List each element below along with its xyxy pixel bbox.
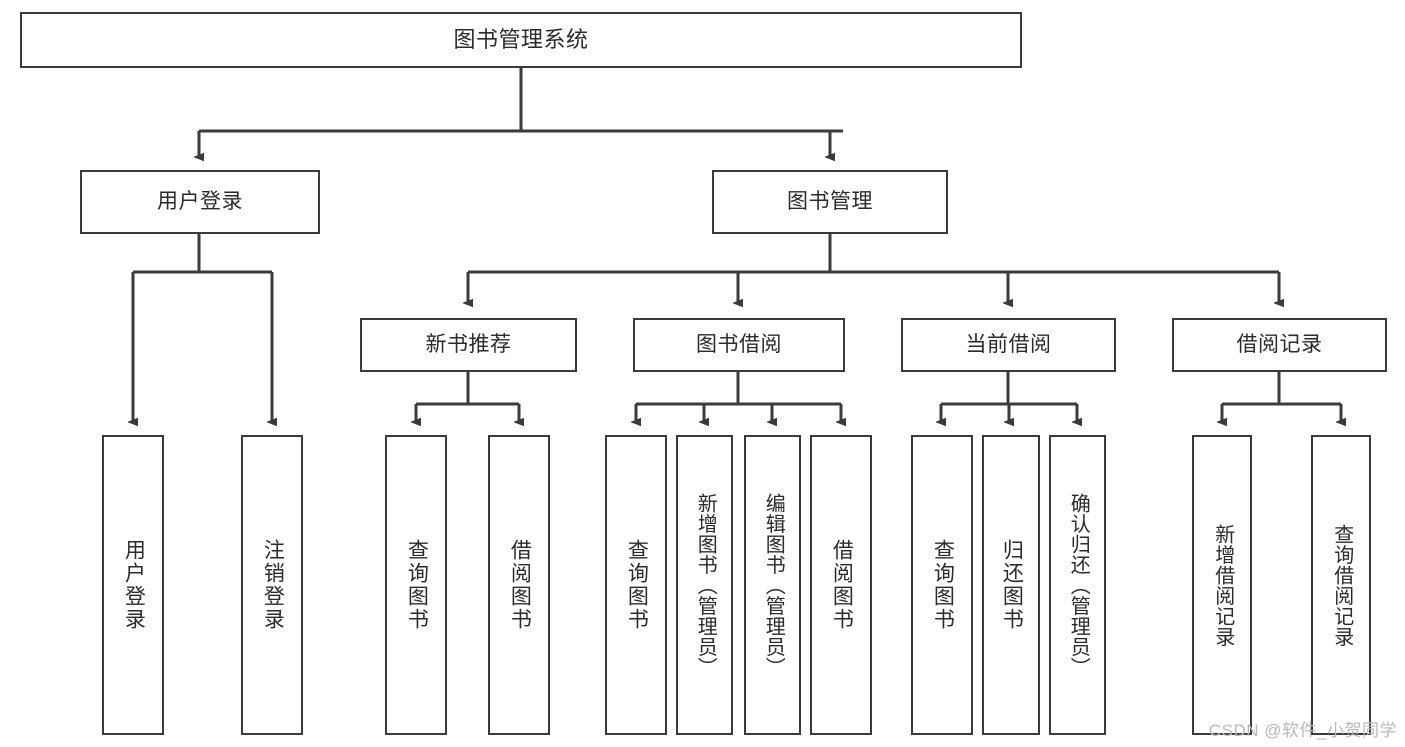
node-leaf-borrow-book-2-label: 借阅图书 xyxy=(830,539,854,631)
node-leaf-user-login[interactable]: 用户登录 xyxy=(102,435,164,735)
node-leaf-query-book-3[interactable]: 查询图书 xyxy=(911,435,973,735)
node-leaf-confirm-return[interactable]: 确认归还（管理员） xyxy=(1049,435,1106,735)
node-leaf-user-logout-label: 注销登录 xyxy=(261,539,285,631)
node-leaf-add-book[interactable]: 新增图书（管理员） xyxy=(676,435,733,735)
node-leaf-add-record[interactable]: 新增借阅记录 xyxy=(1192,435,1252,735)
node-leaf-add-book-label: 新增图书（管理员） xyxy=(694,492,717,678)
node-leaf-return-book[interactable]: 归还图书 xyxy=(982,435,1040,735)
node-leaf-query-record-label: 查询借阅记录 xyxy=(1330,523,1353,647)
node-user-login-label: 用户登录 xyxy=(157,189,243,213)
node-book-borrow-label: 图书借阅 xyxy=(696,332,782,356)
node-leaf-edit-book-label: 编辑图书（管理员） xyxy=(762,492,785,678)
node-book-borrow[interactable]: 图书借阅 xyxy=(633,318,845,372)
node-user-login[interactable]: 用户登录 xyxy=(80,170,320,234)
node-leaf-query-book-1-label: 查询图书 xyxy=(405,539,429,631)
node-borrow-record[interactable]: 借阅记录 xyxy=(1172,318,1387,372)
node-leaf-query-book-1[interactable]: 查询图书 xyxy=(385,435,447,735)
node-leaf-query-book-2-label: 查询图书 xyxy=(625,539,649,631)
node-root-label: 图书管理系统 xyxy=(453,27,589,53)
node-book-manage[interactable]: 图书管理 xyxy=(712,170,948,234)
node-leaf-query-record[interactable]: 查询借阅记录 xyxy=(1311,435,1371,735)
node-leaf-query-book-3-label: 查询图书 xyxy=(931,539,955,631)
node-leaf-edit-book[interactable]: 编辑图书（管理员） xyxy=(744,435,801,735)
node-new-book-recommend[interactable]: 新书推荐 xyxy=(360,318,577,372)
node-leaf-user-logout[interactable]: 注销登录 xyxy=(241,435,303,735)
node-leaf-borrow-book-2[interactable]: 借阅图书 xyxy=(810,435,872,735)
node-leaf-borrow-book-1[interactable]: 借阅图书 xyxy=(488,435,550,735)
node-current-borrow-label: 当前借阅 xyxy=(965,332,1052,356)
node-new-book-recommend-label: 新书推荐 xyxy=(425,332,512,356)
node-current-borrow[interactable]: 当前借阅 xyxy=(901,318,1116,372)
node-leaf-borrow-book-1-label: 借阅图书 xyxy=(508,539,532,631)
node-leaf-return-book-label: 归还图书 xyxy=(1000,539,1024,631)
node-leaf-add-record-label: 新增借阅记录 xyxy=(1211,523,1234,647)
node-leaf-confirm-return-label: 确认归还（管理员） xyxy=(1067,492,1090,678)
node-borrow-record-label: 借阅记录 xyxy=(1236,332,1323,356)
node-book-manage-label: 图书管理 xyxy=(787,189,873,213)
watermark-text: CSDN @软件_小贺同学 xyxy=(1208,721,1397,740)
node-root[interactable]: 图书管理系统 xyxy=(20,12,1022,68)
node-leaf-query-book-2[interactable]: 查询图书 xyxy=(605,435,667,735)
node-leaf-user-login-label: 用户登录 xyxy=(122,539,146,631)
